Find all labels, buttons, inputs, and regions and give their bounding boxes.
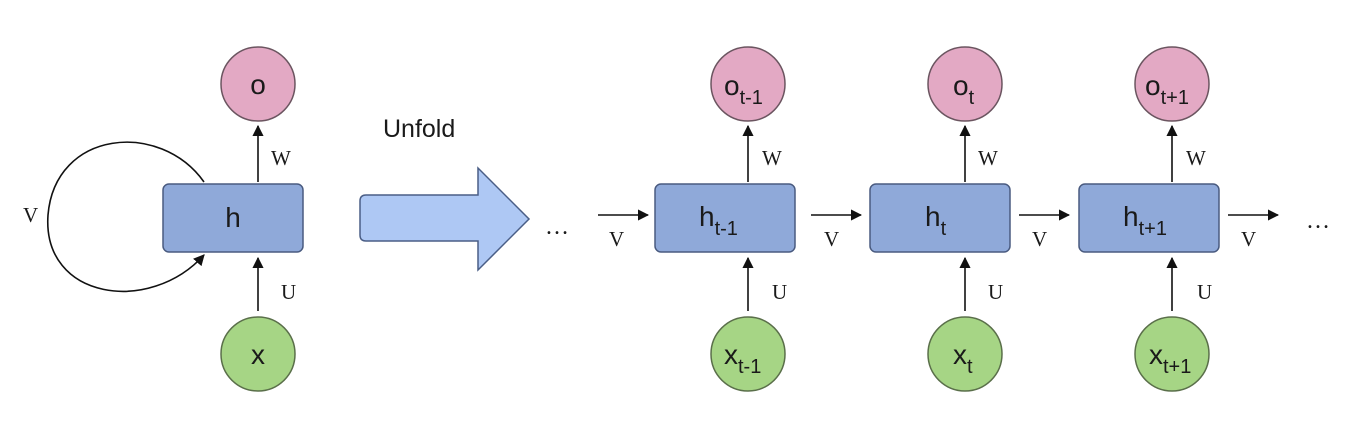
- folded-output-node: [220, 46, 296, 122]
- hidden-node: [869, 183, 1011, 253]
- input-label-main: x: [1149, 339, 1163, 370]
- unfold-label: Unfold: [383, 115, 455, 143]
- unfolded-sequence: … … V V V V ot-1 W ht-1: [545, 46, 1330, 392]
- folded-v-label: V: [23, 203, 38, 227]
- output-label-sub: t+1: [1161, 87, 1189, 109]
- output-label: ot: [953, 70, 975, 109]
- v-edge-in-label: V: [609, 227, 624, 251]
- input-label-sub: t+1: [1163, 356, 1191, 378]
- output-label: ot-1: [724, 70, 763, 109]
- input-node: [1134, 316, 1210, 392]
- ellipsis-right: …: [1306, 208, 1330, 234]
- u-label: U: [988, 280, 1003, 304]
- hidden-label: ht-1: [699, 201, 738, 240]
- hidden-label-main: h: [699, 201, 715, 232]
- input-label-main: x: [953, 339, 967, 370]
- output-label-sub: t: [969, 87, 975, 109]
- v-edge-1-label: V: [824, 227, 839, 251]
- w-label: W: [978, 146, 998, 170]
- output-label-main: o: [953, 70, 969, 101]
- output-label-main: o: [1145, 70, 1161, 101]
- hidden-label: ht: [925, 201, 947, 240]
- step-t-minus-1: ot-1 W ht-1 U xt-1: [654, 46, 796, 392]
- input-node: [927, 316, 1003, 392]
- hidden-node: [654, 183, 796, 253]
- u-label: U: [1197, 280, 1212, 304]
- v-edge-out-label: V: [1241, 227, 1256, 251]
- output-node: [927, 46, 1003, 122]
- hidden-label: ht+1: [1123, 201, 1167, 240]
- hidden-label-sub: t-1: [715, 218, 738, 240]
- output-node: [710, 46, 786, 122]
- folded-hidden-node: [162, 183, 304, 253]
- folded-w-label: W: [271, 146, 291, 170]
- folded-input-node: [220, 316, 296, 392]
- input-label-sub: t: [967, 356, 973, 378]
- output-label-main: o: [724, 70, 740, 101]
- output-node: [1134, 46, 1210, 122]
- w-label: W: [1186, 146, 1206, 170]
- input-label-sub: t-1: [738, 356, 761, 378]
- output-label: ot+1: [1145, 70, 1189, 109]
- output-label-sub: t-1: [740, 87, 763, 109]
- folded-hidden-label: h: [225, 202, 241, 233]
- recurrent-loop-edge: [47, 141, 205, 293]
- hidden-label-main: h: [1123, 201, 1139, 232]
- v-edge-2-label: V: [1032, 227, 1047, 251]
- folded-u-label: U: [281, 280, 296, 304]
- unfold-arrow-shape: [359, 166, 531, 272]
- input-label: xt+1: [1149, 339, 1191, 378]
- ellipsis-left: …: [545, 214, 569, 240]
- input-label: xt: [953, 339, 973, 378]
- hidden-label-sub: t: [941, 218, 947, 240]
- step-t: ot W ht U xt: [869, 46, 1011, 392]
- hidden-label-main: h: [925, 201, 941, 232]
- input-label: xt-1: [724, 339, 761, 378]
- u-label: U: [772, 280, 787, 304]
- hidden-node: [1078, 183, 1220, 253]
- input-node: [710, 316, 786, 392]
- folded-input-label: x: [251, 339, 265, 370]
- folded-output-label: o: [250, 69, 266, 100]
- step-t-plus-1: ot+1 W ht+1 U xt+1: [1078, 46, 1220, 392]
- hidden-label-sub: t+1: [1139, 218, 1167, 240]
- unfold-arrow: Unfold: [359, 115, 531, 272]
- input-label-main: x: [724, 339, 738, 370]
- folded-rnn: V o W h U x: [23, 46, 304, 392]
- w-label: W: [762, 146, 782, 170]
